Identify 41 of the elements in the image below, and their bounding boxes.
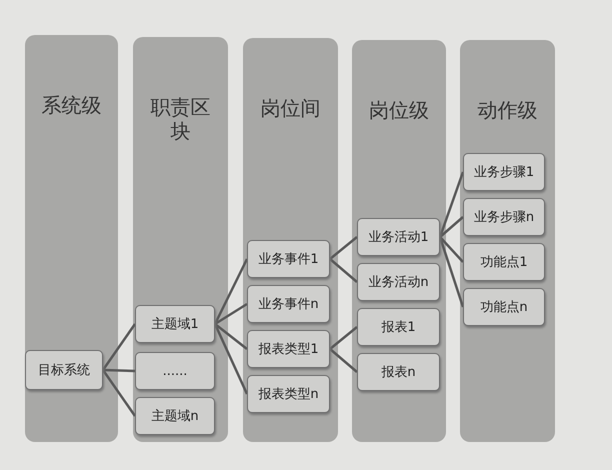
node-box: 报表类型1 xyxy=(247,330,330,368)
node-box: 报表n xyxy=(357,353,440,391)
node-box: 功能点n xyxy=(463,288,545,326)
column-heading: 动作级 xyxy=(476,98,538,122)
column-band xyxy=(25,35,118,442)
column-heading: 职责区块 xyxy=(150,95,212,143)
connector-line xyxy=(102,369,136,417)
column-heading: 系统级 xyxy=(40,93,102,117)
column-band xyxy=(460,40,555,442)
connector-line xyxy=(102,323,136,371)
node-box: 业务事件1 xyxy=(247,240,330,278)
node-box: 报表类型n xyxy=(247,375,330,413)
node-box: 业务活动n xyxy=(357,263,440,301)
node-box: 主题域n xyxy=(135,397,215,435)
connector-line xyxy=(102,368,136,372)
connector-line xyxy=(439,216,464,238)
node-box: 业务事件n xyxy=(247,285,330,323)
connector-line xyxy=(214,323,248,350)
node-box: 报表1 xyxy=(357,308,440,346)
node-box: 业务活动1 xyxy=(357,218,440,256)
connector-line xyxy=(214,258,248,325)
node-box: 功能点1 xyxy=(463,243,545,281)
node-box: 主题域1 xyxy=(135,305,215,343)
node-box: ...... xyxy=(135,352,215,390)
connector-line xyxy=(329,236,358,260)
connector-line xyxy=(439,236,464,263)
connector-line xyxy=(214,323,248,395)
connector-line xyxy=(329,326,358,350)
node-box: 目标系统 xyxy=(25,350,103,390)
connector-line xyxy=(438,236,464,308)
connector-line xyxy=(329,348,358,373)
column-band xyxy=(352,40,446,442)
connector-line xyxy=(438,172,464,238)
column-band xyxy=(243,38,338,442)
column-heading: 岗位级 xyxy=(368,98,430,122)
node-box: 业务步骤1 xyxy=(463,153,545,191)
column-band xyxy=(133,37,228,442)
column-heading: 岗位间 xyxy=(260,96,322,120)
connector-line xyxy=(329,258,358,283)
connector-line xyxy=(214,302,248,326)
node-box: 业务步骤n xyxy=(463,198,545,236)
